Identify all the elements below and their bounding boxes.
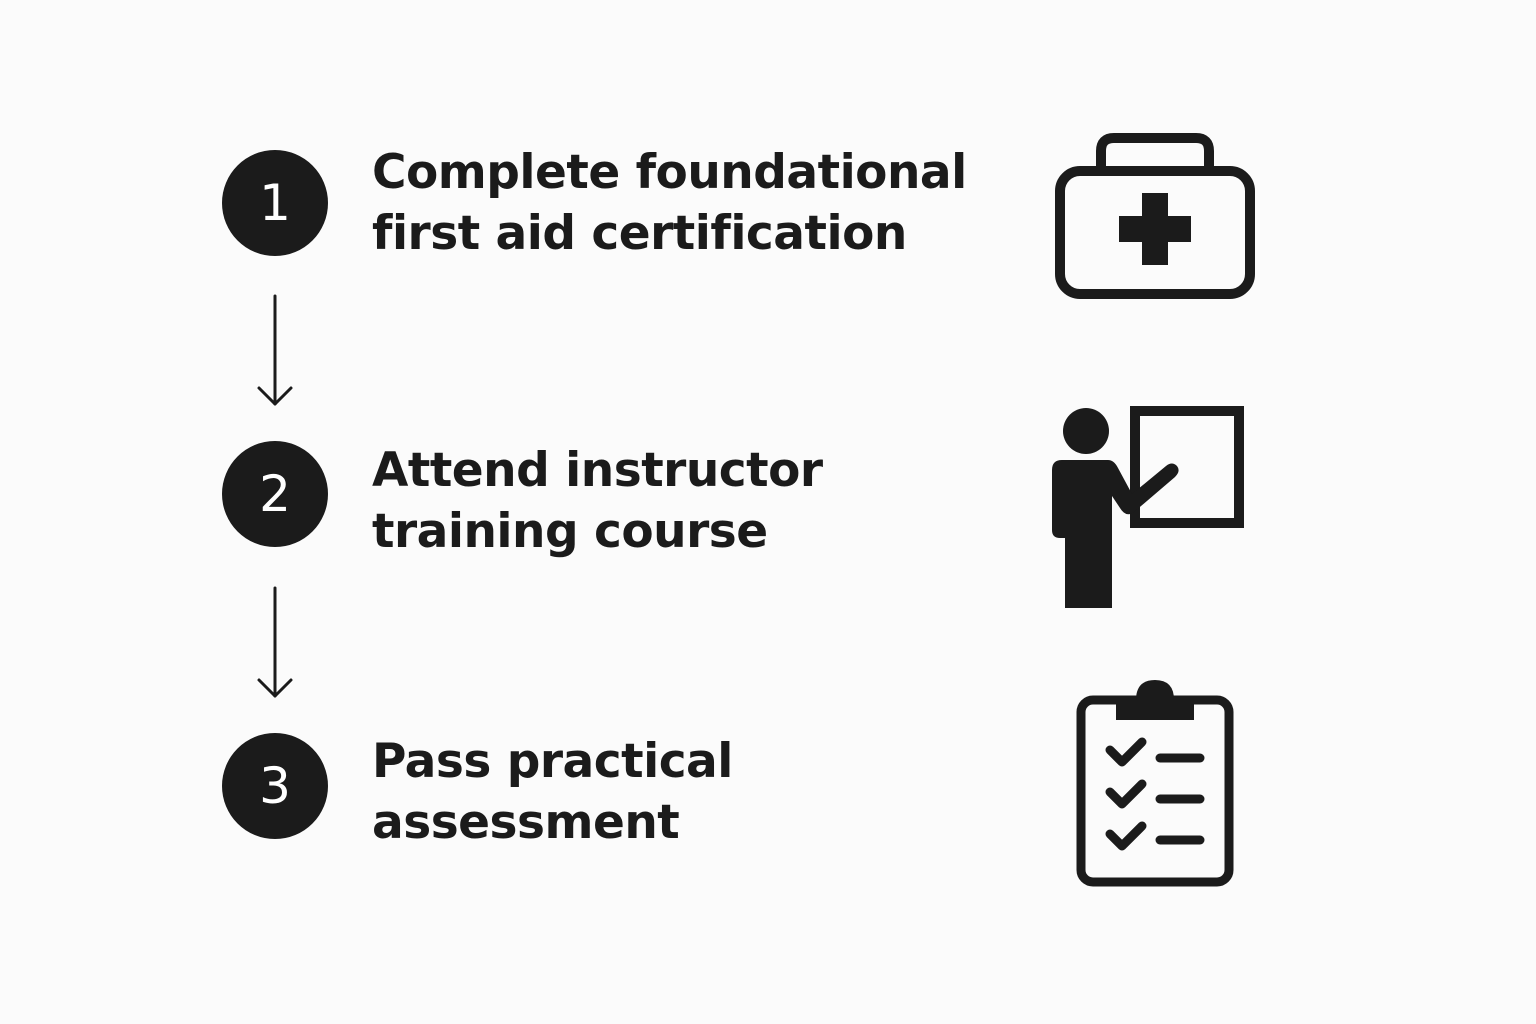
step-1-label-line-2: first aid certification [372,206,907,261]
step-3-label: Pass practical assessment [372,731,733,853]
arrow-down-icon [257,294,293,406]
checklist-clipboard-icon [1076,680,1234,887]
step-3-number-badge: 3 [222,733,328,839]
first-aid-kit-icon [1055,133,1255,299]
instructor-whiteboard-icon [1052,406,1244,608]
step-1-label: Complete foundational first aid certific… [372,142,967,264]
step-2-label: Attend instructor training course [372,440,823,562]
step-3-label-line-1: Pass practical [372,734,733,789]
step-1-number-badge: 1 [222,150,328,256]
step-3-label-line-2: assessment [372,795,680,850]
step-1-number: 1 [259,174,291,232]
step-2-number-badge: 2 [222,441,328,547]
step-2-label-line-2: training course [372,504,768,559]
arrow-down-icon [257,586,293,698]
step-2-label-line-1: Attend instructor [372,443,823,498]
step-1-label-line-1: Complete foundational [372,145,967,200]
step-2-number: 2 [259,465,291,523]
step-3-number: 3 [259,757,291,815]
